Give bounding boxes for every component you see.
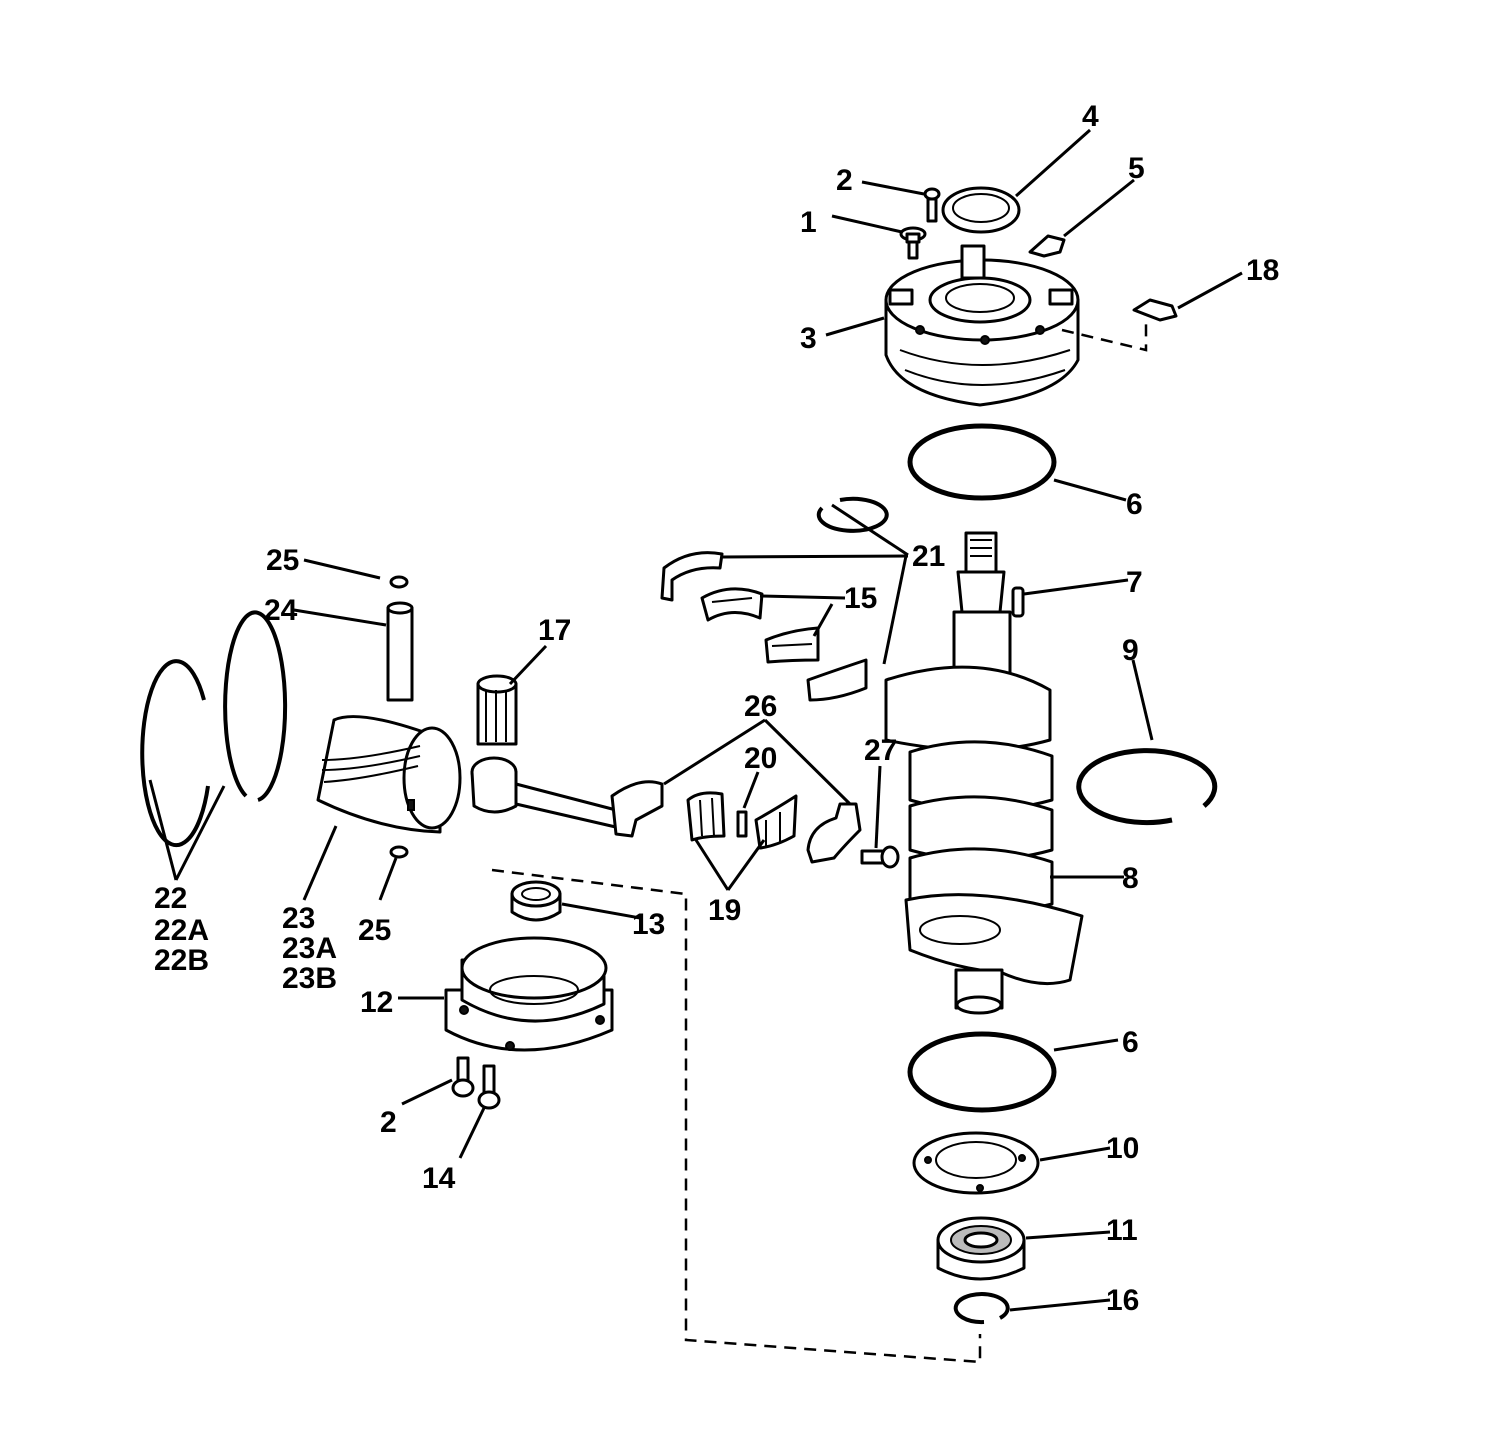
part-27-screw <box>860 845 900 869</box>
callout-10: 10 <box>1106 1132 1139 1165</box>
part-21-bearing-half-lower <box>806 658 868 702</box>
callout-15: 15 <box>844 582 877 615</box>
dashed-line-18 <box>1061 320 1148 352</box>
callout-21: 21 <box>912 540 945 573</box>
callout-26: 26 <box>744 690 777 723</box>
part-25-clip-bottom <box>389 845 409 859</box>
part-26-connecting-rod <box>470 756 664 838</box>
part-15-bearing-lower <box>764 626 820 664</box>
part-21-bearing-half-upper <box>660 551 724 602</box>
callout-6-top: 6 <box>1126 488 1143 521</box>
callout-20: 20 <box>744 742 777 775</box>
callout-5: 5 <box>1128 152 1145 185</box>
part-9-retaining-ring <box>1076 748 1218 826</box>
callout-25-bottom: 25 <box>358 914 391 947</box>
part-22-piston-ring-left <box>140 659 210 848</box>
callout-11: 11 <box>1106 1214 1138 1247</box>
part-4-seal <box>941 186 1021 234</box>
callout-2-bottom: 2 <box>380 1106 397 1139</box>
part-19-bearing-left <box>686 791 726 842</box>
part-16-snap-ring <box>953 1292 1010 1325</box>
callout-22a: 22A <box>154 914 209 947</box>
part-23-piston <box>316 715 462 834</box>
part-19-bearing-right <box>754 794 798 850</box>
part-18-clip <box>1132 298 1178 322</box>
callout-16: 16 <box>1106 1284 1139 1317</box>
callout-23a: 23A <box>282 932 337 965</box>
callout-18: 18 <box>1246 254 1279 287</box>
callout-25-top: 25 <box>266 544 299 577</box>
part-8-crankshaft <box>884 531 1084 1015</box>
part-12-lower-bearing-housing <box>444 936 614 1052</box>
part-15-bearing-upper <box>700 587 764 622</box>
callout-13: 13 <box>632 908 665 941</box>
part-11-ball-bearing <box>936 1216 1026 1281</box>
part-22-piston-ring-right <box>223 610 288 802</box>
callout-27: 27 <box>864 734 897 767</box>
part-3-upper-bearing-housing <box>884 244 1080 407</box>
part-6-o-ring-bottom <box>907 1031 1057 1113</box>
part-13-seal <box>510 880 562 922</box>
callout-9: 9 <box>1122 634 1139 667</box>
part-24-piston-pin <box>386 601 414 702</box>
callout-22: 22 <box>154 882 187 915</box>
callout-1: 1 <box>800 206 817 239</box>
callout-14: 14 <box>422 1162 456 1195</box>
part-25-clip-top <box>389 575 409 589</box>
callout-24: 24 <box>264 594 298 627</box>
upper-bearing-housing-group <box>884 186 1178 501</box>
dashed-line-assembly <box>491 868 982 1364</box>
part-14-screw <box>477 1064 501 1110</box>
part-7-key <box>1011 586 1025 618</box>
part-2-screw-bottom <box>451 1056 475 1098</box>
callout-12: 12 <box>360 986 393 1019</box>
callout-2-top: 2 <box>836 164 853 197</box>
callout-19: 19 <box>708 894 741 927</box>
callout-labels: 1 2 3 4 5 18 6 21 7 15 9 25 24 17 26 20 … <box>154 100 1279 1317</box>
callout-23: 23 <box>282 902 315 935</box>
part-10-plate <box>912 1131 1040 1195</box>
part-26-rod-cap <box>806 802 862 864</box>
part-20-dowel-pin <box>736 810 748 838</box>
leader-lines <box>148 128 1243 1312</box>
part-5-clip <box>1028 234 1066 258</box>
callout-3: 3 <box>800 322 817 355</box>
callout-17: 17 <box>538 614 571 647</box>
callout-23b: 23B <box>282 962 337 995</box>
callout-6-bottom: 6 <box>1122 1026 1139 1059</box>
callout-8: 8 <box>1122 862 1139 895</box>
callout-4: 4 <box>1082 100 1099 133</box>
part-2-screw-top <box>923 187 941 223</box>
part-21-ring <box>816 496 889 533</box>
part-6-o-ring-top <box>907 423 1057 501</box>
part-1-screw <box>899 226 927 260</box>
callout-7: 7 <box>1126 566 1143 599</box>
callout-22b: 22B <box>154 944 209 977</box>
part-17-needle-bearing <box>476 674 518 746</box>
